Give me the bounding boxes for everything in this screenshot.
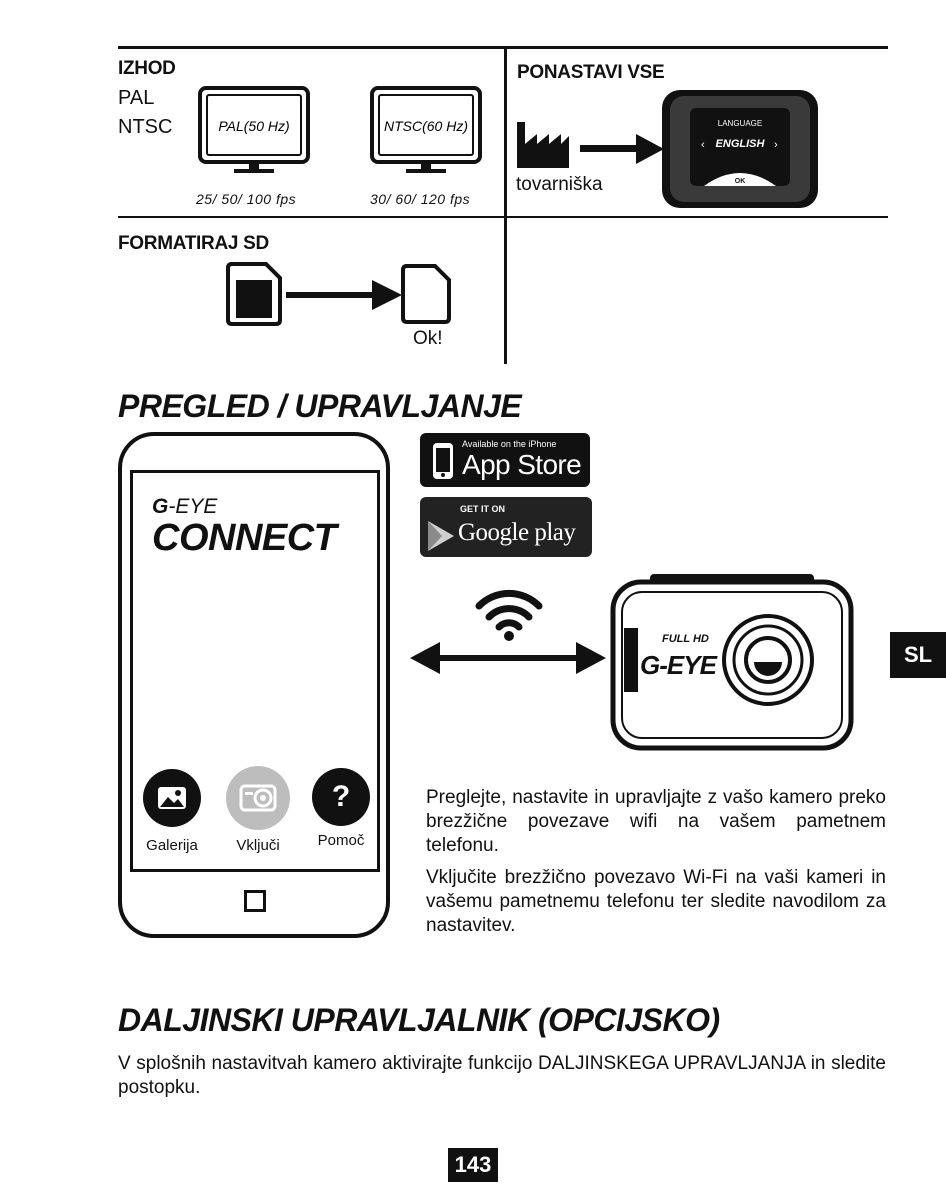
format-arrow-icon — [286, 280, 402, 310]
camera-logo-text: G-EYE — [640, 650, 718, 680]
camera-connect-icon — [226, 766, 290, 830]
connect-label: Vključi — [236, 837, 280, 854]
iphone-icon — [433, 443, 453, 479]
top-rule — [118, 46, 888, 49]
help-button[interactable]: ? Pomoč — [308, 768, 374, 849]
monitor-pal-icon: PAL(50 Hz) — [198, 86, 310, 173]
reset-title: PONASTAVI VSE — [517, 62, 665, 83]
gallery-icon — [143, 769, 201, 827]
monitor-ntsc-label: NTSC(60 Hz) — [384, 118, 468, 134]
chevron-right-icon: › — [774, 139, 778, 151]
camera-lang-value: ENGLISH — [716, 138, 766, 150]
page-number-value: 143 — [454, 1152, 492, 1177]
sd-card-empty-icon — [401, 264, 451, 324]
overview-paragraph-2: Vključite brezžično povezavo Wi-Fi na va… — [426, 867, 886, 936]
app-brand-connect: CONNECT — [152, 517, 337, 559]
camera-ok-label: OK — [735, 178, 746, 185]
monitor-pal-label: PAL(50 Hz) — [218, 118, 289, 134]
gallery-button[interactable]: Galerija — [140, 768, 204, 854]
app-brand: G-EYE CONNECT — [152, 495, 337, 559]
help-label: Pomoč — [317, 832, 365, 849]
action-camera-illustration: FULL HD G-EYE — [610, 574, 854, 751]
google-play-big-text: Google play — [458, 519, 576, 546]
page-number: 143 — [448, 1148, 498, 1182]
monitor-ntsc-icon: NTSC(60 Hz) — [370, 86, 482, 173]
reset-arrow-icon — [580, 134, 664, 164]
camera-lang-title: LANGUAGE — [718, 119, 762, 128]
wifi-icon — [475, 589, 543, 641]
help-glyph: ? — [331, 780, 351, 813]
fps-ntsc: 30/ 60/ 120 fps — [370, 191, 471, 207]
column-divider — [504, 46, 507, 364]
google-play-small-text: GET IT ON — [460, 504, 505, 514]
camera-language-screen: LANGUAGE ‹ ENGLISH › OK — [662, 90, 818, 208]
output-option-pal: PAL — [118, 87, 155, 109]
gallery-label: Galerija — [146, 837, 198, 854]
overview-title: PREGLED / UPRAVLJANJE — [118, 388, 522, 424]
app-store-small-text: Available on the iPhone — [462, 439, 557, 449]
google-play-badge[interactable]: GET IT ON Google play — [420, 497, 592, 557]
sd-card-full-icon — [226, 262, 282, 326]
format-ok: Ok! — [413, 328, 443, 349]
language-tab: SL — [890, 632, 946, 678]
app-brand-eye: -EYE — [168, 495, 218, 518]
output-title: IZHOD — [118, 58, 176, 79]
camera-fullhd-text: FULL HD — [662, 633, 709, 645]
chevron-left-icon: ‹ — [701, 139, 705, 151]
factory-icon — [517, 122, 569, 168]
app-brand-g: G — [152, 495, 169, 518]
remote-text: V splošnih nastavitvah kamero aktivirajt… — [118, 1053, 886, 1098]
app-store-badge[interactable]: Available on the iPhone App Store — [420, 433, 590, 487]
bidirectional-arrow-icon — [410, 642, 606, 674]
factory-label: tovarniška — [516, 174, 603, 195]
phone-home-button[interactable] — [244, 890, 266, 912]
play-triangle-icon — [428, 521, 454, 551]
fps-pal: 25/ 50/ 100 fps — [196, 191, 297, 207]
app-store-big-text: App Store — [462, 449, 582, 480]
language-tab-label: SL — [903, 642, 933, 667]
middle-rule — [118, 216, 888, 218]
connect-button[interactable]: Vključi — [220, 766, 296, 854]
remote-title: DALJINSKI UPRAVLJALNIK (OPCIJSKO) — [118, 1002, 720, 1038]
help-icon: ? — [312, 768, 370, 826]
format-title: FORMATIRAJ SD — [118, 233, 269, 254]
output-option-ntsc: NTSC — [118, 116, 173, 138]
overview-paragraph-1: Preglejte, nastavite in upravljajte z va… — [426, 787, 886, 856]
